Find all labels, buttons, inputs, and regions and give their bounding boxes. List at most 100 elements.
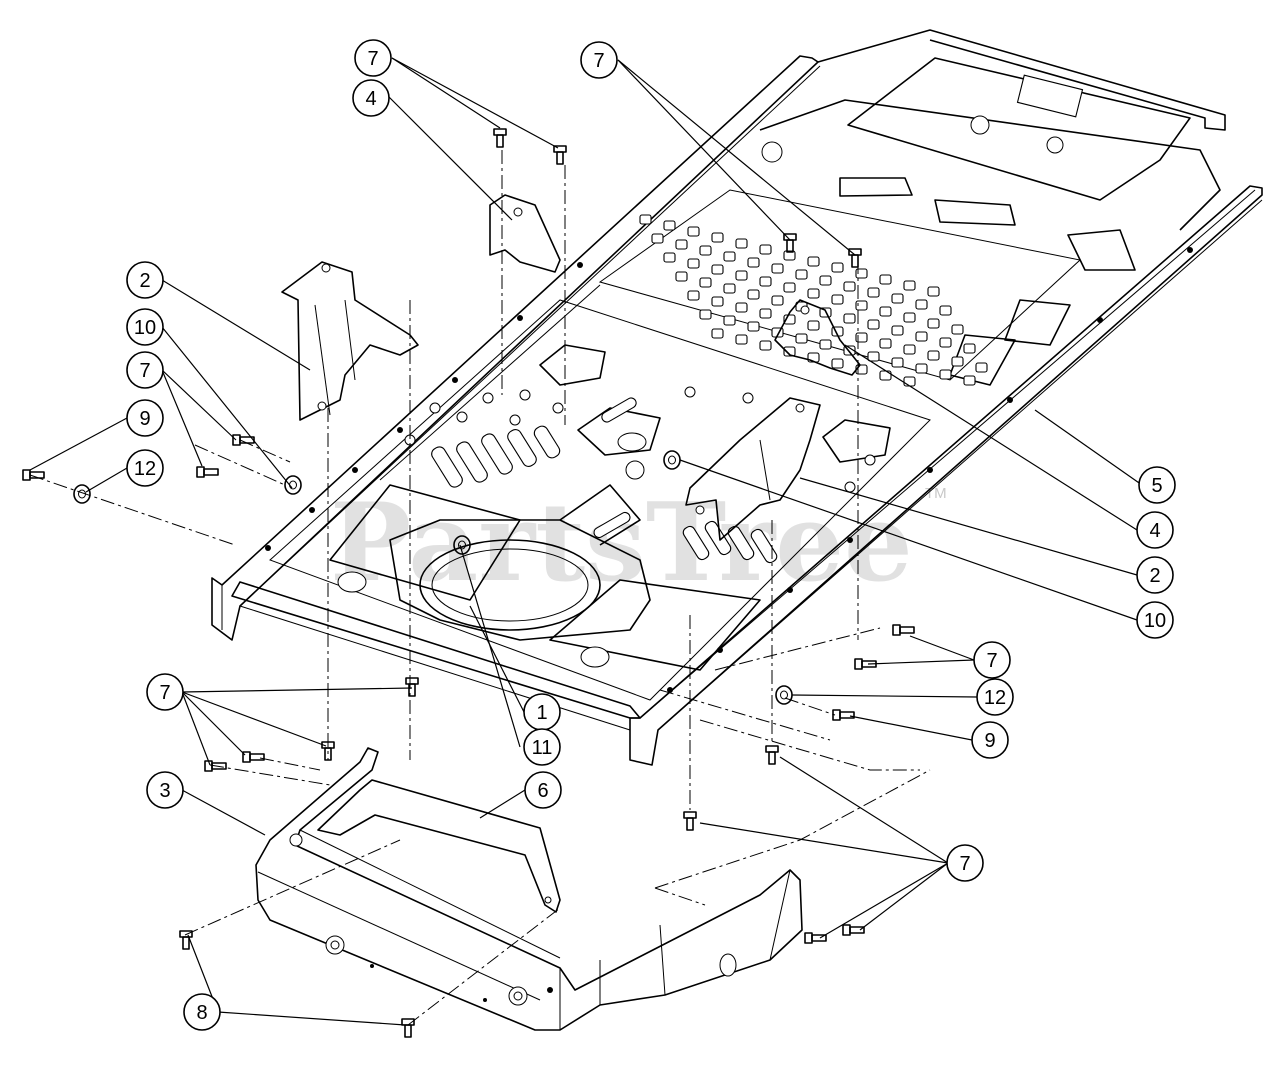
perforation [675,271,688,282]
callout-10: 10 [126,308,164,346]
perforation [927,350,940,361]
perforation [855,300,868,311]
perforation [975,362,988,373]
nut [453,535,471,555]
callout-label: 12 [134,458,156,480]
perforation [711,264,724,275]
perforation [891,325,904,336]
bolt [683,811,697,831]
perforation [783,346,796,357]
perforation [735,238,748,249]
perforation [711,296,724,307]
callout-label: 2 [139,270,150,292]
main-frame [211,29,1263,766]
perforation [939,305,952,316]
callout-label: 5 [1151,475,1162,497]
callout-label: 8 [196,1002,207,1024]
callout-label: 11 [532,737,553,759]
callout-5: 5 [1138,466,1176,504]
nut [284,475,302,495]
perforation [891,357,904,368]
callout-label: 9 [139,408,150,430]
perforation [819,275,832,286]
perforation [855,332,868,343]
perforation [747,289,760,300]
bolt [196,466,219,478]
bolt [179,930,193,950]
perforation [879,306,892,317]
bumper-strap [317,779,561,913]
perforation [939,337,952,348]
perforation [951,324,964,335]
callout-4: 4 [352,79,390,117]
perforation [963,343,976,354]
perforation [699,277,712,288]
callout-label: 7 [593,50,604,72]
perforation [747,321,760,332]
bracket-upper-left [489,194,561,273]
perforation [915,299,928,310]
bolt [405,677,419,697]
perforation [723,251,736,262]
perforation [855,268,868,279]
callout-label: 7 [159,682,170,704]
perforation [747,257,760,268]
callout-2: 2 [126,261,164,299]
perforation [771,263,784,274]
callout-label: 7 [367,48,378,70]
callout-label: 1 [536,702,547,724]
perforation [963,375,976,386]
perforation [723,283,736,294]
perforation [903,280,916,291]
perforation [699,309,712,320]
front-bumper [255,747,803,1031]
callout-7: 7 [946,844,984,882]
perforation [687,290,700,301]
perforation [927,318,940,329]
watermark: PartsTree TM [330,480,947,606]
perforation [687,226,700,237]
callout-label: 6 [537,780,548,802]
callout-label: 10 [1144,610,1166,632]
callout-1: 1 [523,693,561,731]
callout-12: 12 [976,678,1014,716]
perforation [807,288,820,299]
bolt [401,1018,415,1038]
callout-7: 7 [973,641,1011,679]
perforation [879,338,892,349]
callout-10: 10 [1136,601,1174,639]
callout-7: 7 [354,39,392,77]
callout-9: 9 [126,399,164,437]
perforation [711,328,724,339]
callout-7: 7 [126,351,164,389]
perforation [831,262,844,273]
perforation [831,358,844,369]
perforation [759,244,772,255]
bolt [842,924,865,936]
callout-11: 11 [523,728,561,766]
nut [775,685,793,705]
bolt [783,233,797,253]
callout-label: 3 [159,780,170,802]
callout-6: 6 [524,771,562,809]
perforation [759,340,772,351]
perforation [927,286,940,297]
perforated-grid [639,214,988,387]
perforation [867,287,880,298]
callout-label: 4 [1149,520,1160,542]
perforation [903,312,916,323]
perforation [879,274,892,285]
callout-label: 12 [984,687,1006,709]
callout-9: 9 [971,721,1009,759]
bracket-upper-right [774,299,861,376]
bolt [493,128,507,148]
nut [663,450,681,470]
bracket-left [281,261,419,421]
callout-12: 12 [126,449,164,487]
perforation [783,250,796,261]
bolt [553,145,567,165]
watermark-text: PartsTree [330,480,913,606]
perforation [687,258,700,269]
nut [73,484,91,504]
